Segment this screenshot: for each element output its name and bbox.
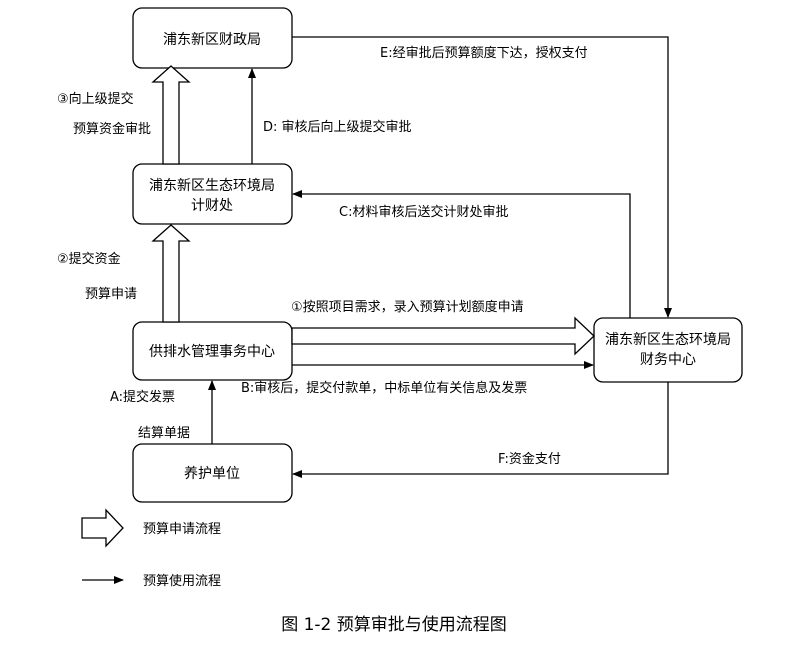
legend: 预算申请流程 预算使用流程 — [81, 508, 221, 589]
arrow-f — [292, 382, 669, 478]
node-drainage-center: 供排水管理事务中心 — [132, 321, 293, 381]
label-a-line2: 结算单据 — [138, 426, 190, 441]
label-c: C:材料审核后送交计财处审批 — [339, 204, 508, 220]
node-maintenance-unit-label: 养护单位 — [184, 466, 240, 482]
legend-hollow-arrow-icon — [81, 508, 124, 548]
label-step2-line2: 预算申请 — [85, 287, 137, 302]
figure-caption: 图 1-2 预算审批与使用流程图 — [281, 614, 507, 635]
legend-solid-arrow-label: 预算使用流程 — [143, 573, 221, 589]
node-env-finance-dept: 浦东新区生态环境局 计财处 — [132, 163, 293, 225]
node-env-finance-center: 浦东新区生态环境局 财务中心 — [593, 317, 743, 383]
node-env-finance-dept-label-2: 计财处 — [191, 198, 233, 214]
node-pudong-finance-bureau: 浦东新区财政局 — [132, 7, 293, 69]
arrow-c — [292, 190, 631, 318]
hollow-arrow-step1 — [291, 316, 595, 356]
node-pudong-finance-bureau-label: 浦东新区财政局 — [163, 32, 261, 48]
label-step1: ①按照项目需求，录入预算计划额度申请 — [291, 299, 524, 315]
label-d: D: 审核后向上级提交审批 — [263, 119, 412, 135]
label-b: B:审核后，提交付款单，中标单位有关信息及发票 — [241, 380, 527, 396]
legend-hollow-arrow-label: 预算申请流程 — [143, 522, 221, 537]
label-a-line1: A:提交发票 — [110, 389, 175, 405]
label-f: F:资金支付 — [498, 451, 561, 467]
node-env-finance-center-label-1: 浦东新区生态环境局 — [605, 332, 731, 348]
node-env-finance-dept-label-1: 浦东新区生态环境局 — [149, 178, 275, 194]
hollow-arrow-step3 — [151, 65, 191, 165]
label-step2-line1: ②提交资金 — [57, 251, 121, 267]
hollow-arrow-step2 — [151, 224, 191, 323]
node-drainage-center-label: 供排水管理事务中心 — [149, 344, 275, 360]
node-maintenance-unit: 养护单位 — [132, 443, 293, 503]
node-env-finance-center-label-2: 财务中心 — [640, 352, 696, 368]
label-step3-line1: ③向上级提交 — [57, 91, 134, 107]
arrow-e — [292, 36, 672, 318]
label-e: E:经审批后预算额度下达，授权支付 — [380, 45, 588, 61]
label-step3-line2: 预算资金审批 — [73, 121, 151, 137]
